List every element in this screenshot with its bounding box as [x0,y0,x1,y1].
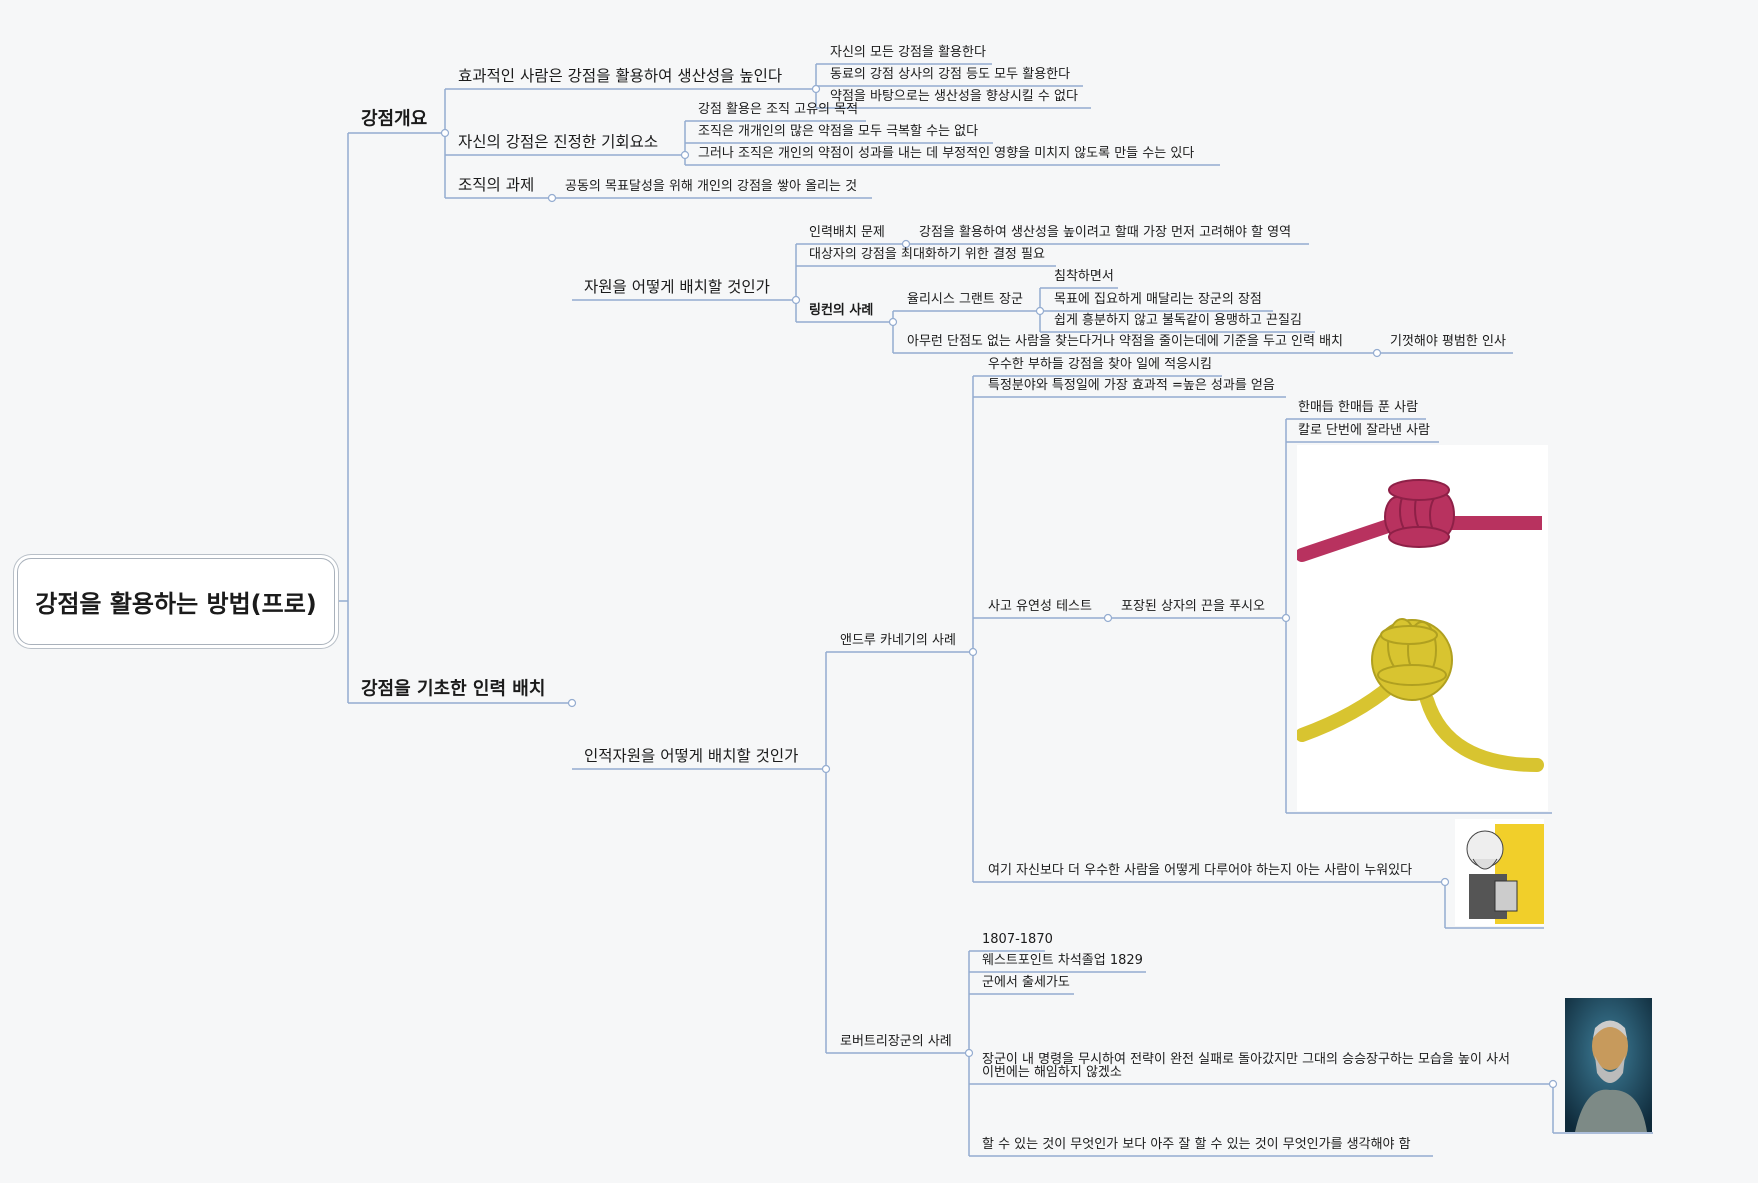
subtopic[interactable]: 할 수 있는 것이 무엇인가 보다 아주 잘 할 수 있는 것이 무엇인가를 생… [982,1137,1411,1153]
subtopic[interactable]: 1807-1870 [982,932,1053,948]
subtopic-lincoln-case[interactable]: 링컨의 사례 [809,303,874,319]
collapse-toggle[interactable] [1440,877,1450,887]
subtopic[interactable]: 기껏해야 평범한 인사 [1390,334,1506,350]
knot-image [1297,479,1544,772]
collapse-toggle[interactable] [1103,613,1113,623]
collapse-toggle[interactable] [968,647,978,657]
subtopic-robert-lee-case[interactable]: 로버트리장군의 사례 [840,1034,952,1050]
collapse-toggle[interactable] [964,1048,974,1058]
collapse-toggle[interactable] [1548,1079,1558,1089]
collapse-toggle[interactable] [567,698,577,708]
subtopic[interactable]: 동료의 강점 상사의 강점 등도 모두 활용한다 [830,67,1071,83]
carnegie-portrait [1455,819,1544,926]
collapse-toggle[interactable] [888,317,898,327]
root-topic-label: 강점을 활용하는 방법(프로) [35,590,317,618]
subtopic[interactable]: 침착하면서 [1054,269,1114,285]
subtopic[interactable]: 포장된 상자의 끈을 푸시오 [1121,599,1265,615]
collapse-toggle[interactable] [791,295,801,305]
collapse-toggle[interactable] [547,193,557,203]
robert-lee-portrait-image[interactable] [1565,998,1652,1132]
root-topic[interactable]: 강점을 활용하는 방법(프로) [17,558,335,645]
subtopic[interactable]: 한매듭 한매듭 푼 사람 [1298,400,1419,416]
collapse-toggle[interactable] [440,128,450,138]
subtopic[interactable]: 약점을 바탕으로는 생산성을 향상시킬 수 없다 [830,89,1078,105]
subtopic[interactable]: 자신의 모든 강점을 활용한다 [830,45,986,61]
subtopic-flexibility-test[interactable]: 사고 유연성 테스트 [988,599,1092,615]
carnegie-cartoon-image[interactable] [1455,819,1544,926]
subtopic[interactable]: 강점 활용은 조직 고유의 목적 [698,102,859,118]
topic-organization-task[interactable]: 조직의 과제 [458,176,535,195]
subtopic[interactable]: 그러나 조직은 개인의 약점이 성과를 내는 데 부정적인 영향을 미치지 않도… [698,146,1195,162]
collapse-toggle[interactable] [680,150,690,160]
subtopic[interactable]: 군에서 출세가도 [982,975,1070,991]
subtopic[interactable]: 쉽게 흥분하지 않고 불독같이 용맹하고 끈질김 [1054,313,1302,329]
subtopic[interactable]: 조직은 개개인의 많은 약점을 모두 극복할 수는 없다 [698,124,979,140]
subtopic[interactable]: 공동의 목표달성을 위해 개인의 강점을 쌓아 올리는 것 [565,179,858,195]
collapse-toggle[interactable] [1372,348,1382,358]
collapse-toggle[interactable] [821,764,831,774]
collapse-toggle[interactable] [901,239,911,249]
subtopic[interactable]: 강점을 활용하여 생산성을 높이려고 할때 가장 먼저 고려해야 할 영역 [919,225,1292,241]
subtopic-placement-issue[interactable]: 인력배치 문제 [809,225,885,241]
topic-human-resources[interactable]: 인적자원을 어떻게 배치할 것인가 [584,747,799,766]
collapse-toggle[interactable] [811,84,821,94]
topic-resource-placement[interactable]: 자원을 어떻게 배치할 것인가 [584,278,770,297]
subtopic[interactable]: 칼로 단번에 잘라낸 사람 [1298,423,1430,439]
collapse-toggle[interactable] [1281,613,1291,623]
subtopic[interactable]: 여기 자신보다 더 우수한 사람을 어떻게 다루어야 하는지 아는 사람이 누워… [988,863,1413,879]
subtopic[interactable]: 특정분야와 특정일에 가장 효과적 =높은 성과를 얻음 [988,378,1275,394]
subtopic[interactable]: 아무런 단점도 없는 사람을 찾는다거나 약점을 줄이는데에 기준을 두고 인력… [907,334,1344,350]
collapse-toggle[interactable] [1035,306,1045,316]
subtopic[interactable]: 목표에 집요하게 매달리는 장군의 장점 [1054,292,1262,308]
subtopic[interactable]: 이번에는 해임하지 않겠소 [982,1065,1122,1081]
topic-effective-people[interactable]: 효과적인 사람은 강점을 활용하여 생산성을 높인다 [458,67,783,86]
subtopic[interactable]: 우수한 부하들 강점을 찾아 일에 적응시킴 [988,357,1212,373]
subtopic[interactable]: 장군이 내 명령을 무시하여 전략이 완전 실패로 돌아갔지만 그대의 승승장구… [982,1052,1510,1068]
robert-lee-portrait [1565,998,1652,1132]
topic-strength-overview[interactable]: 강점개요 [361,108,428,130]
subtopic-carnegie-case[interactable]: 앤드루 카네기의 사례 [840,633,956,649]
subtopic-grant[interactable]: 율리시스 그랜트 장군 [907,292,1023,308]
topic-strength-staffing[interactable]: 강점을 기초한 인력 배치 [361,678,546,700]
knot-images[interactable] [1297,445,1548,811]
topic-opportunity[interactable]: 자신의 강점은 진정한 기회요소 [458,133,659,152]
subtopic[interactable]: 웨스트포인트 차석졸업 1829 [982,953,1143,969]
subtopic[interactable]: 대상자의 강점을 최대화하기 위한 결정 필요 [809,247,1045,263]
